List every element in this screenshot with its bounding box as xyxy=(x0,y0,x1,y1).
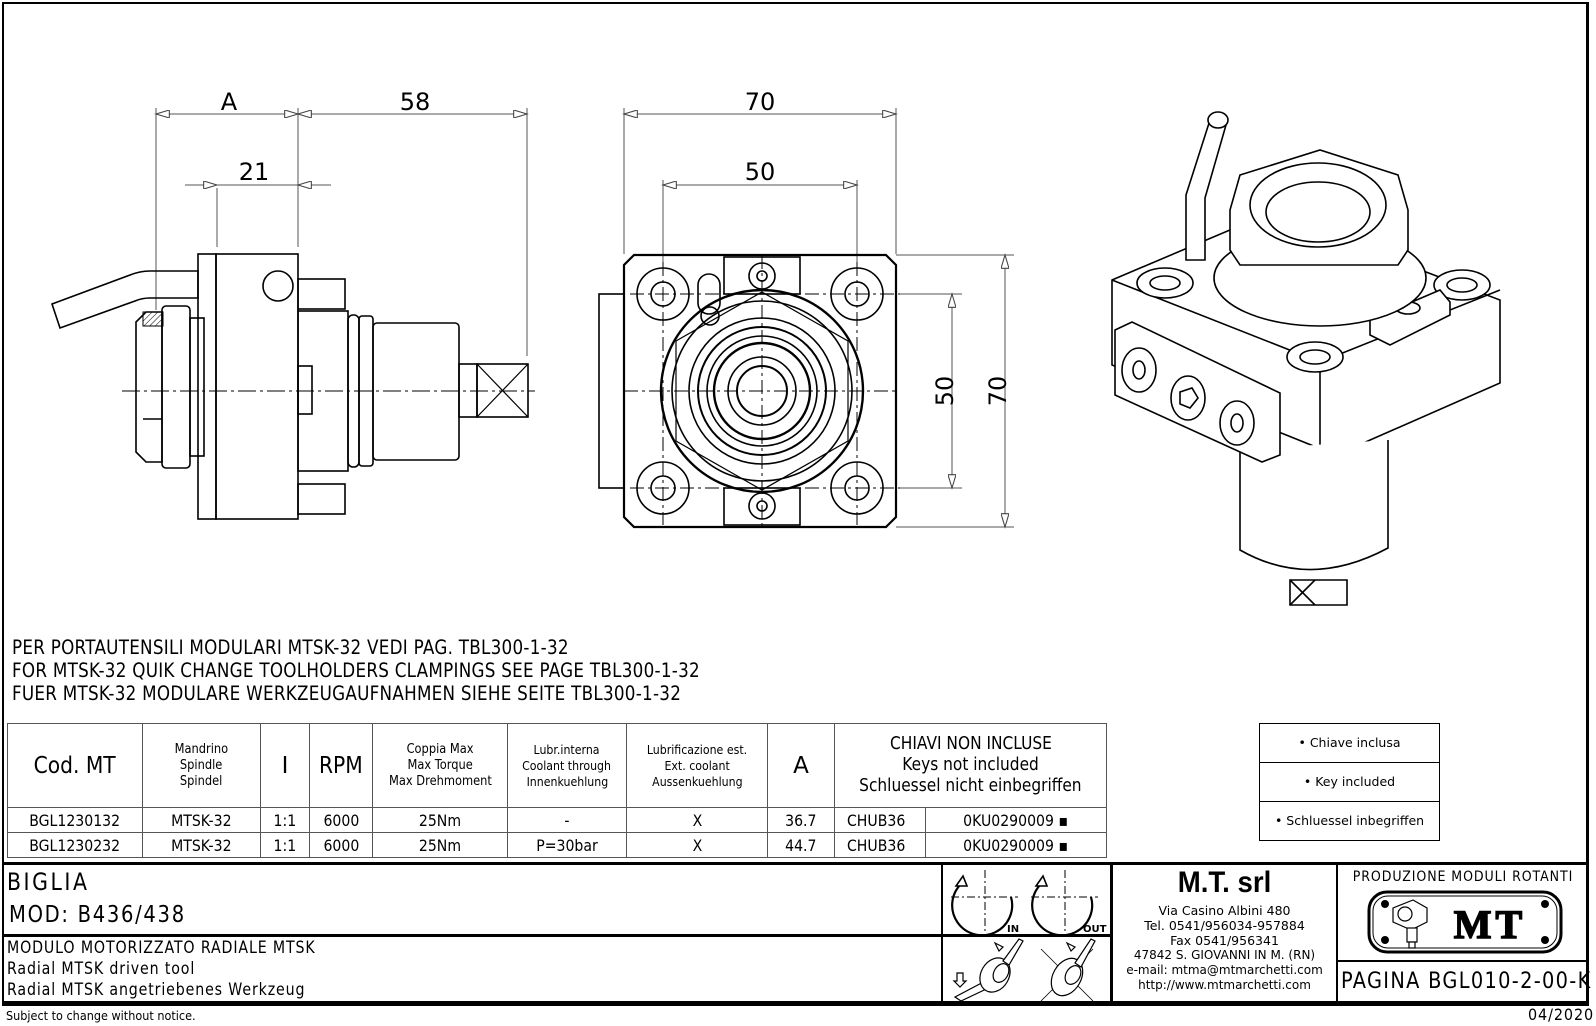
dim-label-58: 58 xyxy=(400,88,431,116)
dim-label-height-70: 70 xyxy=(984,376,1012,407)
divider xyxy=(941,864,943,1002)
key-legend-italian: • Chiave inclusa xyxy=(1260,724,1439,763)
wrench-correct-icon xyxy=(952,938,1024,1001)
divider xyxy=(1336,864,1338,1002)
divider xyxy=(4,1001,1588,1004)
cell-rpm: 6000 xyxy=(309,832,373,858)
divider xyxy=(4,934,1112,937)
key-legend: • Chiave inclusa • Key included • Schlue… xyxy=(1259,723,1440,841)
cell-a: 44.7 xyxy=(767,832,835,858)
table-row: BGL1230132 MTSK-32 1:1 6000 25Nm - X 36.… xyxy=(7,807,1107,833)
rotation-in-label: IN xyxy=(1007,924,1019,934)
wrench-wrong-icon xyxy=(1040,938,1096,1001)
company-website[interactable]: http://www.mtmarchetti.com xyxy=(1138,978,1311,992)
note-line-german: FUER MTSK-32 MODULARE WERKZEUGAUFNAHMEN … xyxy=(12,682,682,705)
dim-label-21: 21 xyxy=(239,158,270,186)
header-torque: Coppia Max Max Torque Max Drehmoment xyxy=(372,723,508,808)
header-rpm: RPM xyxy=(309,723,373,808)
drawing-frame xyxy=(2,2,1589,1006)
cell-a: 36.7 xyxy=(767,807,835,833)
dim-label-width-50: 50 xyxy=(745,158,776,186)
model-number: MOD: B436/438 xyxy=(9,902,186,928)
technical-drawings: A 58 21 xyxy=(50,88,1501,606)
cell-internal-coolant: P=30bar xyxy=(507,832,627,858)
cell-ratio: 1:1 xyxy=(260,832,310,858)
divider xyxy=(1110,864,1113,1002)
cell-code: BGL1230232 xyxy=(7,832,143,858)
brand-name: BIGLIA xyxy=(7,868,90,896)
header-ratio: I xyxy=(260,723,310,808)
description-german: Radial MTSK angetriebenes Werkzeug xyxy=(7,980,306,999)
cell-ratio: 1:1 xyxy=(260,807,310,833)
cell-spindle: MTSK-32 xyxy=(142,832,261,858)
cell-key1: CHUB36 xyxy=(834,807,926,833)
mt-logo: MT xyxy=(1367,890,1563,954)
cell-torque: 25Nm xyxy=(372,807,508,833)
rotation-out-label: OUT xyxy=(1083,924,1107,934)
header-code: Cod. MT xyxy=(7,723,143,808)
page-number: PAGINA BGL010-2-00-K xyxy=(1341,969,1592,994)
table-row: BGL1230232 MTSK-32 1:1 6000 25Nm P=30bar… xyxy=(7,832,1107,858)
cell-internal-coolant: - xyxy=(507,807,627,833)
cell-key2: 0KU0290009 ▪ xyxy=(925,807,1107,833)
cell-spindle: MTSK-32 xyxy=(142,807,261,833)
divider xyxy=(4,862,1588,865)
cell-external-coolant: X xyxy=(626,832,768,858)
disclaimer: Subject to change without notice. xyxy=(6,1008,196,1023)
note-line-english: FOR MTSK-32 QUIK CHANGE TOOLHOLDERS CLAM… xyxy=(12,659,700,682)
divider xyxy=(1337,960,1588,962)
cell-key1: CHUB36 xyxy=(834,832,926,858)
wrench-usage-icons xyxy=(952,938,1096,1001)
side-view xyxy=(50,108,535,520)
logo-tool-icon xyxy=(1392,899,1428,949)
header-external-coolant: Lubrificazione est. Ext. coolant Aussenk… xyxy=(626,723,768,808)
header-a: A xyxy=(767,723,835,808)
rotation-out-arc-icon xyxy=(1031,883,1094,934)
front-view xyxy=(598,108,1014,527)
dim-label-width-70: 70 xyxy=(745,88,776,116)
cell-rpm: 6000 xyxy=(309,807,373,833)
rotation-direction-icons: IN OUT xyxy=(951,870,1107,934)
table-header-row: Cod. MT Mandrino Spindle Spindel I RPM C… xyxy=(7,723,1107,808)
description-english: Radial MTSK driven tool xyxy=(7,959,196,978)
production-label: PRODUZIONE MODULI ROTANTI xyxy=(1352,869,1574,885)
key-legend-german: • Schluessel inbegriffen xyxy=(1274,813,1425,828)
key-legend-english: • Key included xyxy=(1260,763,1439,802)
cell-code: BGL1230132 xyxy=(7,807,143,833)
company-name: M.T. srl xyxy=(1177,866,1272,899)
rotation-in-arc-icon xyxy=(951,883,1014,934)
logo-text: MT xyxy=(1454,902,1526,947)
note-line-italian: PER PORTAUTENSILI MODULARI MTSK-32 VEDI … xyxy=(12,636,569,659)
company-fax: Fax 0541/956341 xyxy=(1170,933,1279,948)
company-email[interactable]: e-mail: mtma@mtmarchetti.com xyxy=(1126,963,1323,977)
company-tel: Tel. 0541/956034-957884 xyxy=(1144,918,1305,933)
dim-label-a: A xyxy=(221,88,238,116)
company-address: Via Casino Albini 480 xyxy=(1158,903,1291,918)
isometric-view xyxy=(1111,111,1501,606)
header-internal-coolant: Lubr.interna Coolant through Innenkuehlu… xyxy=(507,723,627,808)
cell-torque: 25Nm xyxy=(372,832,508,858)
dim-label-height-50: 50 xyxy=(931,376,959,407)
revision-date: 04/2020 xyxy=(1528,1005,1595,1024)
header-keys: CHIAVI NON INCLUSE Keys not included Sch… xyxy=(834,723,1107,808)
cell-external-coolant: X xyxy=(626,807,768,833)
cell-key2: 0KU0290009 ▪ xyxy=(925,832,1107,858)
company-city: 47842 S. GIOVANNI IN M. (RN) xyxy=(1133,948,1316,962)
spec-table: Cod. MT Mandrino Spindle Spindel I RPM C… xyxy=(7,723,1107,858)
header-spindle: Mandrino Spindle Spindel xyxy=(142,723,261,808)
description-italian: MODULO MOTORIZZATO RADIALE MTSK xyxy=(7,938,316,957)
